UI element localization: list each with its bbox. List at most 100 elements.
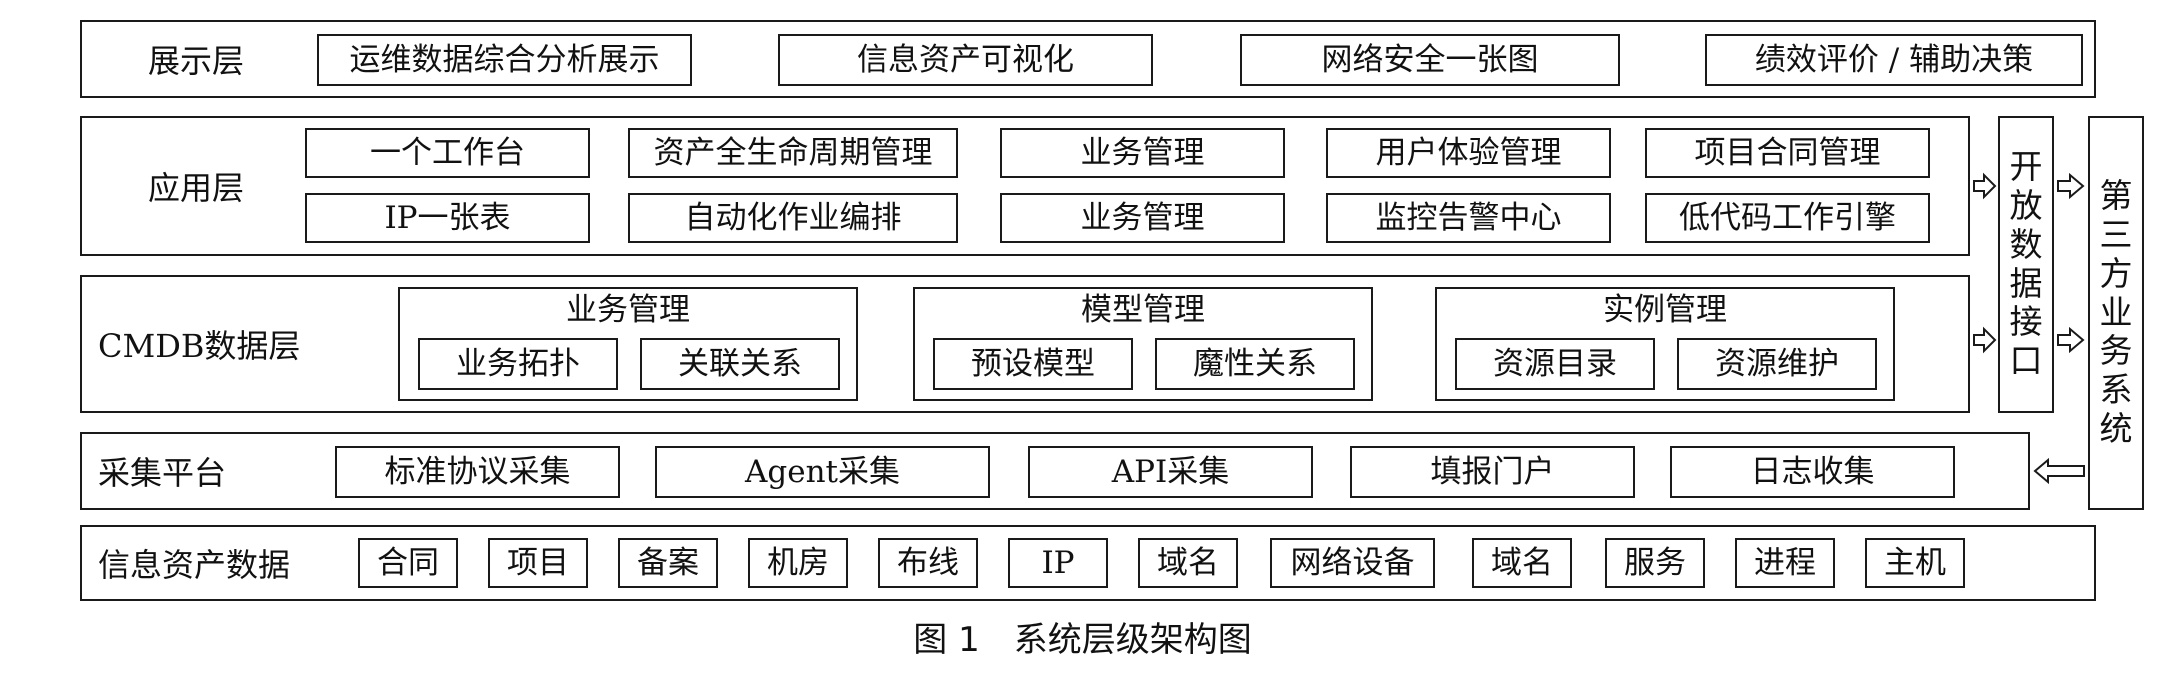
arrow-right-icon [1973,326,1997,354]
cmdb-group-title: 模型管理 [1081,291,1205,328]
asset-item-label: 项目 [507,544,569,581]
collect-item-label: 日志收集 [1750,453,1875,490]
cmdb-item-label: 魔性关系 [1193,345,1317,382]
display-layer-label: 展示层 [148,42,245,80]
asset-item [1472,538,1572,588]
app-item [1000,128,1285,178]
app-item [305,193,590,243]
cmdb-group-title: 实例管理 [1603,291,1727,328]
third-party-char: 业 [2099,292,2133,332]
display-item-label: 网络安全一张图 [1321,41,1539,78]
cmdb-item [640,338,840,390]
cmdb-item-label: 资源目录 [1493,345,1617,382]
collect-layer-label: 采集平台 [98,454,227,492]
collect-item-label: API采集 [1111,453,1230,490]
app-item-label: IP一张表 [384,199,511,236]
asset-item-label: 域名 [1491,544,1553,581]
cmdb-item [1155,338,1355,390]
app-item-label: 用户体验管理 [1375,134,1562,171]
open-api-char: 据 [2009,263,2043,303]
display-item [1705,34,2083,86]
app-item-label: 业务管理 [1080,134,1205,171]
cmdb-item-label: 预设模型 [971,345,1095,382]
asset-item-label: 域名 [1157,544,1219,581]
third-party-char: 统 [2099,409,2133,449]
app-item-label: 资产全生命周期管理 [653,134,933,171]
asset-item [748,538,848,588]
cmdb-item-label: 关联关系 [678,345,802,382]
asset-item-label: 机房 [767,544,829,581]
display-item [1240,34,1620,86]
app-layer-label: 应用层 [148,169,245,207]
open-api-char: 口 [2009,341,2043,381]
display-item [778,34,1153,86]
app-item [1000,193,1285,243]
asset-item-label: 进程 [1754,544,1816,581]
display-item-label: 运维数据综合分析展示 [349,41,660,78]
asset-item-label: 主机 [1884,544,1946,581]
third-party-char: 三 [2099,214,2133,254]
cmdb-item [418,338,618,390]
figure-caption: 图 1 系统层级架构图 [913,620,1252,660]
collect-item [655,446,990,498]
third-party-char: 务 [2099,331,2133,371]
asset-item-label: 服务 [1624,544,1686,581]
cmdb-layer-label: CMDB数据层 [98,327,301,365]
third-party-char: 第 [2099,175,2133,215]
arrow-right-icon [1973,172,1997,200]
cmdb-item [1677,338,1877,390]
app-item [1326,193,1611,243]
asset-item-label: 合同 [377,544,439,581]
app-item-label: 低代码工作引擎 [1679,199,1896,236]
app-item [1645,128,1930,178]
open-api-label: 开 放 数 据 接 口 [1998,116,2054,413]
app-item [305,128,590,178]
app-item [628,193,958,243]
asset-item [488,538,588,588]
asset-item-label: 网络设备 [1290,544,1415,581]
asset-item-label: 备案 [637,544,699,581]
asset-item [1138,538,1238,588]
asset-item [878,538,978,588]
third-party-label: 第 三 方 业 务 系 统 [2088,116,2144,510]
app-item [628,128,958,178]
display-item [317,34,692,86]
asset-layer-label: 信息资产数据 [98,546,291,584]
asset-item [1735,538,1835,588]
app-item-label: 业务管理 [1080,199,1205,236]
asset-item-label: IP [1041,544,1075,581]
collect-item [1350,446,1635,498]
collect-item [1670,446,1955,498]
collect-item-label: 填报门户 [1430,453,1555,490]
arrow-left-icon [2033,457,2085,485]
open-api-char: 开 [2009,146,2043,186]
asset-item [1865,538,1965,588]
collect-item-label: Agent采集 [745,453,900,490]
collect-item [1028,446,1313,498]
display-item-label: 绩效评价 / 辅助决策 [1754,41,2034,78]
cmdb-item [1455,338,1655,390]
open-api-char: 接 [2009,302,2043,342]
asset-item [1008,538,1108,588]
cmdb-group-title: 业务管理 [566,291,690,328]
cmdb-item-label: 业务拓扑 [456,345,580,382]
arrow-right-icon [2057,172,2085,200]
open-api-char: 放 [2009,185,2043,225]
third-party-box [2088,116,2144,510]
asset-item [1605,538,1705,588]
open-api-char: 数 [2009,224,2043,264]
collect-item-label: 标准协议采集 [384,453,571,490]
third-party-char: 系 [2099,370,2133,410]
app-item-label: 一个工作台 [370,134,525,171]
asset-item-label: 布线 [897,544,959,581]
third-party-char: 方 [2099,253,2133,293]
cmdb-item [933,338,1133,390]
asset-item [1270,538,1435,588]
arrow-right-icon [2057,326,2085,354]
app-item [1645,193,1930,243]
app-item-label: 自动化作业编排 [684,199,902,236]
cmdb-item-label: 资源维护 [1715,345,1839,382]
app-item-label: 监控告警中心 [1375,199,1562,236]
open-api-box [1998,116,2054,413]
